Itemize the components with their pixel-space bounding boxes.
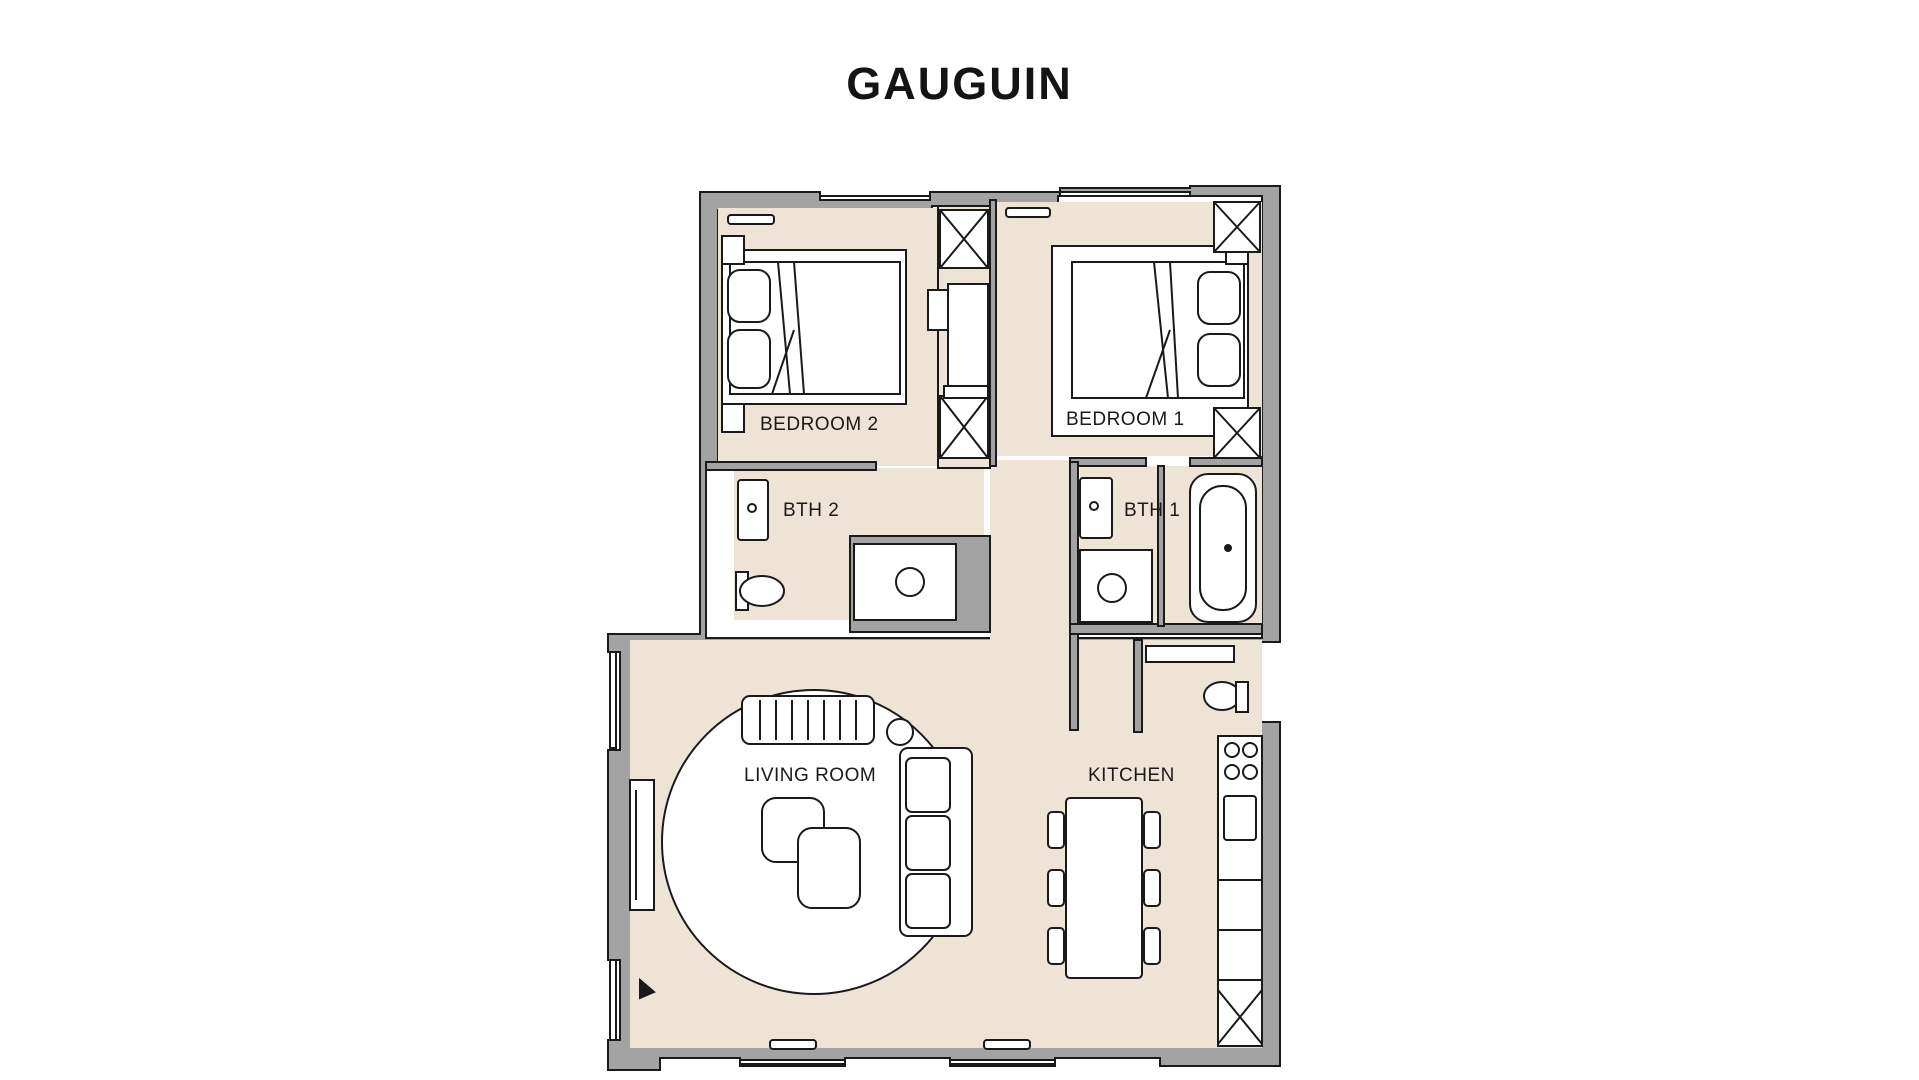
living-room: LIVING ROOM bbox=[629, 689, 973, 1000]
utility-wc bbox=[1145, 645, 1249, 713]
radiator bbox=[1005, 207, 1051, 218]
bath-2-label: BTH 2 bbox=[783, 500, 839, 521]
bedroom-1-label: BEDROOM 1 bbox=[1066, 409, 1185, 430]
bedroom-2: BEDROOM 2 bbox=[721, 205, 991, 469]
sectional-sofa bbox=[899, 747, 973, 937]
bath-2: BTH 2 bbox=[735, 479, 957, 621]
fireplace bbox=[629, 779, 655, 911]
bed bbox=[1051, 235, 1249, 437]
side-table bbox=[886, 718, 914, 746]
wardrobe bbox=[927, 205, 991, 469]
bathtub bbox=[1189, 473, 1257, 623]
bedroom-1: BEDROOM 1 bbox=[1005, 201, 1261, 459]
kitchen: KITCHEN bbox=[1047, 735, 1263, 1047]
dining-table bbox=[1047, 797, 1161, 979]
wardrobe bbox=[1213, 201, 1261, 459]
bath-1: BTH 1 bbox=[1079, 473, 1257, 623]
bath-1-label: BTH 1 bbox=[1124, 500, 1180, 521]
kitchen-label: KITCHEN bbox=[1088, 765, 1175, 786]
bedroom-2-label: BEDROOM 2 bbox=[760, 414, 879, 435]
kitchen-counter bbox=[1217, 735, 1263, 1047]
shower bbox=[853, 543, 957, 621]
sofa bbox=[741, 695, 875, 745]
entrance-marker bbox=[639, 977, 656, 1000]
bed bbox=[721, 235, 907, 433]
shower bbox=[1079, 549, 1153, 623]
toilet bbox=[735, 571, 785, 611]
windows bbox=[609, 191, 1191, 1065]
radiator bbox=[727, 214, 775, 225]
floor-plan-title: GAUGUIN bbox=[846, 58, 1073, 109]
living-room-label: LIVING ROOM bbox=[744, 765, 876, 786]
ottomans bbox=[761, 797, 861, 909]
